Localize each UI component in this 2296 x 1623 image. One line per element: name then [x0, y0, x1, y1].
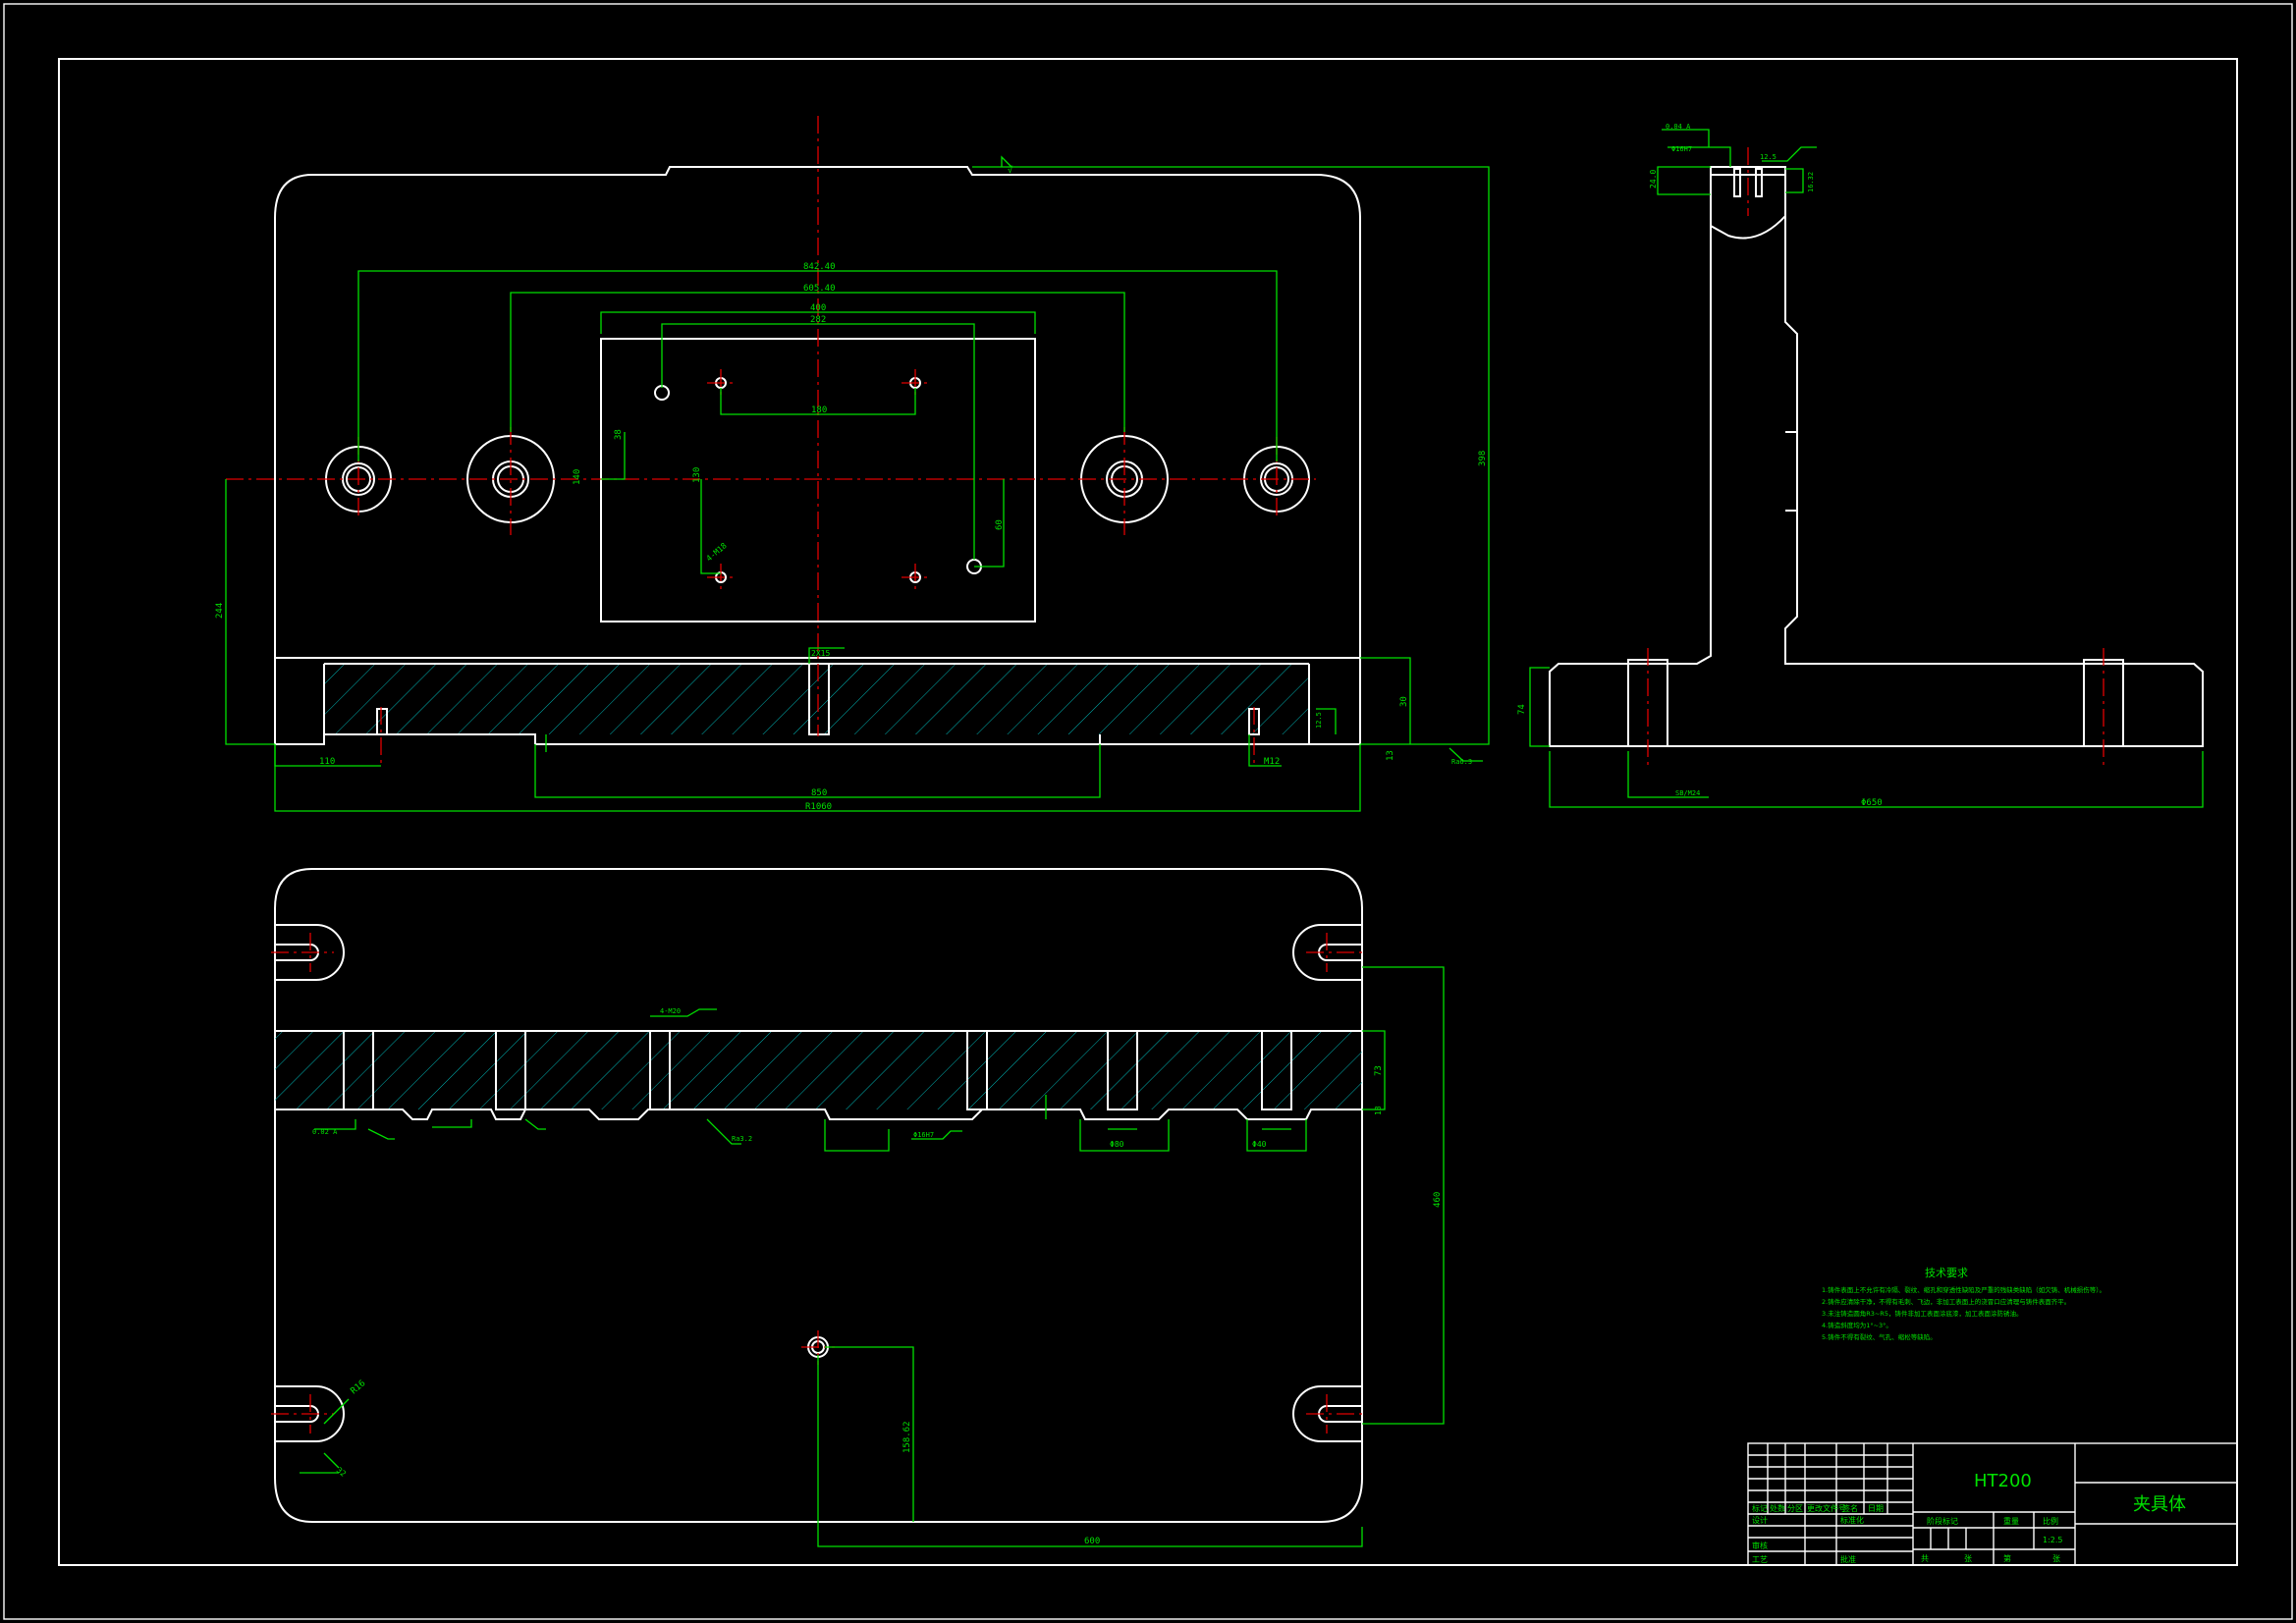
- dim-top-32: 32: [335, 1466, 348, 1479]
- side-dimensions: 74 Φ650 SB/M24 24.0 0.04 A Φ16H7 12.5 16…: [1517, 123, 2204, 808]
- tb-mark: 标记: [1752, 1503, 1768, 1513]
- dim-top-m20: 4-M20: [660, 1007, 681, 1015]
- dim-m18: 4-M18: [705, 541, 729, 563]
- dim-top-73: 73: [1374, 1065, 1384, 1076]
- dim-top-ra: Ra3.2: [732, 1135, 752, 1143]
- tb-scale: 1:2.5: [2043, 1536, 2063, 1544]
- tb-signature: 签名: [1842, 1503, 1858, 1513]
- tech-req-line-1: 1.铸件表面上不允许有冷隔、裂纹、缩孔和穿透性缺陷及严重的残缺类缺陷（如欠铸、机…: [1822, 1285, 2105, 1294]
- dim-top-460: 460: [1433, 1192, 1443, 1208]
- dim-605: 605.40: [803, 284, 836, 294]
- dim-400: 400: [810, 303, 826, 313]
- tb-design: 设计: [1752, 1515, 1768, 1525]
- tech-req-title: 技术要求: [1925, 1267, 1968, 1279]
- tb-part-name: 夹具体: [2133, 1494, 2186, 1515]
- tb-zone: 分区: [1787, 1504, 1803, 1513]
- dim-244: 244: [215, 603, 225, 619]
- dim-12-5: 12.5: [1315, 712, 1323, 729]
- dim-top-mark: √: [1008, 165, 1013, 176]
- dim-top-r16: R16: [350, 1379, 368, 1396]
- tb-approve: 批准: [1840, 1554, 1856, 1564]
- top-rail-hatch: [275, 1031, 1362, 1109]
- dim-38: 38: [614, 429, 624, 440]
- tech-req-line-3: 3.未注铸造圆角R3~R5，铸件非加工表面涂底漆，加工表面涂防锈油。: [1822, 1309, 2022, 1318]
- dim-side-74: 74: [1517, 704, 1527, 715]
- dim-side-tol: 0.04 A: [1666, 123, 1691, 131]
- dim-top-158: 158.62: [902, 1421, 912, 1453]
- dim-30: 30: [1399, 696, 1409, 707]
- dim-850: 850: [811, 788, 827, 798]
- dim-top-18: 18: [1374, 1106, 1383, 1115]
- outer-sheet-border: [3, 3, 2293, 1620]
- dim-top-h7: Φ16H7: [913, 1131, 934, 1139]
- tb-material: HT200: [1974, 1471, 2032, 1491]
- dim-2x15: 2X15: [811, 649, 830, 658]
- dim-13: 13: [1386, 750, 1395, 761]
- tech-req-line-5: 5.铸件不得有裂纹、气孔、缩松等缺陷。: [1822, 1332, 1937, 1341]
- dim-180: 180: [811, 406, 827, 415]
- tb-stage-mark: 阶段标记: [1927, 1516, 1958, 1526]
- tb-sheet-no: 第: [2003, 1553, 2011, 1563]
- dim-top-80: Φ80: [1110, 1140, 1124, 1149]
- tech-req-line-2: 2.铸件应清除干净，不得有毛刺、飞边，非加工表面上的浇冒口应清理与铸件表面齐平。: [1822, 1297, 2070, 1306]
- inner-drawing-frame: [58, 58, 2238, 1566]
- tb-review: 审核: [1752, 1541, 1768, 1550]
- dim-side-sb: SB/M24: [1675, 789, 1700, 797]
- dim-side-h7: Φ16H7: [1671, 145, 1692, 153]
- dim-side-650: Φ650: [1861, 798, 1883, 808]
- top-view: [271, 868, 1367, 1523]
- tb-sheet: 张: [2052, 1554, 2060, 1563]
- dim-side-16: 16.32: [1807, 172, 1815, 192]
- dim-842: 842.40: [803, 262, 836, 272]
- dim-110: 110: [319, 757, 335, 767]
- dim-m12: M12: [1264, 757, 1280, 767]
- dim-1060: R1060: [805, 802, 832, 812]
- dim-60: 60: [995, 519, 1005, 530]
- dim-side-24: 24.0: [1649, 170, 1658, 189]
- dim-130: 130: [692, 467, 702, 483]
- tb-change-doc: 更改文件号: [1807, 1503, 1846, 1513]
- dim-140: 140: [573, 469, 582, 485]
- tb-date: 日期: [1868, 1504, 1884, 1513]
- tb-count: 处数: [1770, 1503, 1785, 1513]
- dim-282: 282: [810, 315, 826, 325]
- dim-top-600: 600: [1084, 1537, 1100, 1546]
- dim-top-tol: 0.02 A: [312, 1128, 338, 1136]
- tech-req-line-4: 4.铸造斜度均为1°~3°。: [1822, 1321, 1892, 1329]
- dim-398: 398: [1478, 451, 1488, 466]
- tb-scale-label: 比例: [2043, 1516, 2058, 1526]
- tb-process: 工艺: [1752, 1555, 1768, 1564]
- tb-standardize: 标准化: [1840, 1515, 1864, 1525]
- dim-side-12-5: 12.5: [1760, 153, 1777, 161]
- title-block: 标记 处数 分区 更改文件号 签名 日期 设计 标准化 审核 工艺 批准 阶段标…: [1747, 1442, 2238, 1566]
- dim-top-40: Φ40: [1252, 1140, 1267, 1149]
- tb-sheets: 张: [1964, 1554, 1972, 1563]
- dim-ra: Ra6.3: [1451, 758, 1472, 766]
- tb-weight: 重量: [2003, 1516, 2019, 1526]
- side-view: [1549, 147, 2204, 766]
- front-view: [226, 116, 1361, 766]
- technical-requirements: 技术要求 1.铸件表面上不允许有冷隔、裂纹、缩孔和穿透性缺陷及严重的残缺类缺陷（…: [1822, 1267, 2105, 1341]
- tb-total: 共: [1921, 1554, 1929, 1563]
- front-base-hatch: [324, 664, 1309, 734]
